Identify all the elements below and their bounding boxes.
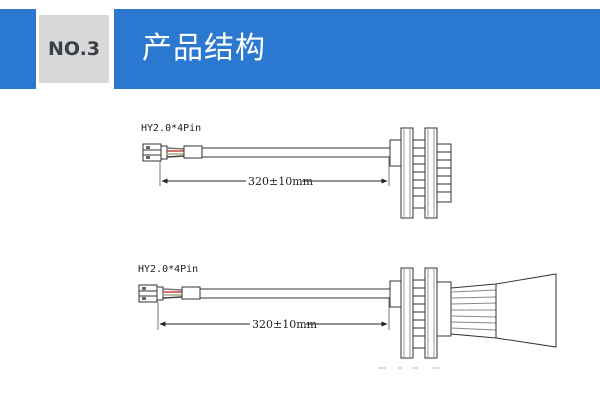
drawing-1: HY2.0*4Pin 320±10mm [141, 123, 452, 219]
section-number-badge-inner: NO.3 [39, 15, 109, 83]
drawing-2-cable [181, 286, 391, 300]
section-number: NO.3 [47, 38, 101, 60]
drawing-2: HY2.0*4Pin 320±10mm [138, 264, 557, 369]
drawing-2-dimension-label: 320±10mm [252, 318, 318, 331]
drawing-1-dimension: 320±10mm [159, 157, 390, 188]
drawing-1-connector-label: HY2.0*4Pin [141, 123, 201, 134]
section-number-badge: NO.3 [36, 9, 114, 89]
drawing-1-cable [183, 145, 391, 159]
drawing-1-dimension-label: 320±10mm [248, 175, 314, 188]
drawing-1-connector-plug [142, 143, 168, 162]
drawing-2-connector-label: HY2.0*4Pin [138, 264, 198, 275]
drawing-2-dimension: 320±10mm [157, 298, 390, 331]
drawing-1-wires [166, 147, 185, 158]
section-title: 产品结构 [142, 31, 266, 66]
drawing-2-sensor-horn [436, 273, 557, 348]
drawing-1-threaded-body [389, 127, 452, 219]
drawing-2-connector-plug [138, 284, 164, 303]
drawing-2-threaded-body [389, 267, 438, 359]
drawing-2-wires [162, 288, 183, 299]
